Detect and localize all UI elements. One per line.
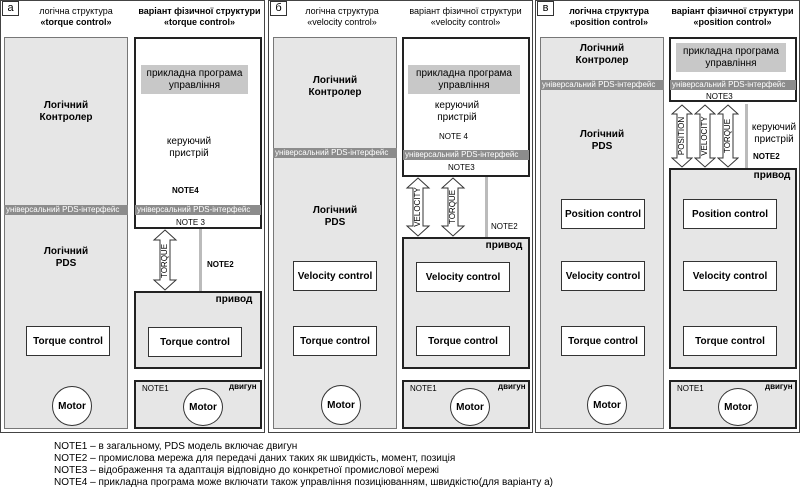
panel-c-logic-structure bbox=[540, 37, 664, 429]
panel-c-torque-arrow-label: TORQUE bbox=[723, 118, 732, 154]
panel-a-logic-structure bbox=[4, 37, 128, 429]
panel-c-logic-motor: Motor bbox=[587, 385, 627, 425]
panel-c-position-arrow bbox=[671, 104, 693, 168]
legend-note1: NOTE1 – в загальному, PDS модель включає… bbox=[54, 441, 298, 452]
panel-a-drive-label: привод bbox=[215, 294, 253, 305]
panel-b-note2: NOTE2 bbox=[491, 222, 518, 231]
panel-b-logic-structure bbox=[273, 37, 397, 429]
panel-c-note2-line bbox=[745, 104, 748, 168]
panel-a-logic-torque-control: Torque control bbox=[26, 326, 110, 356]
panel-b-phys-torque-control: Torque control bbox=[416, 326, 510, 356]
panel-c-drive-label: привод bbox=[753, 170, 791, 181]
panel-a-logic-motor: Motor bbox=[52, 386, 92, 426]
panel-b-logic-motor: Motor bbox=[321, 385, 361, 425]
panel-a-motor-box-label: двигун bbox=[229, 382, 257, 391]
panel-b-phys-motor: Motor bbox=[450, 388, 490, 426]
panel-c-note1: NOTE1 bbox=[677, 384, 704, 393]
panel-c-logic-velocity-control: Velocity control bbox=[561, 261, 645, 291]
panel-c-torque-arrow bbox=[717, 104, 739, 168]
panel-a-phys-motor: Motor bbox=[183, 388, 223, 426]
panel-c-right-header: варіант фізичної структури«position cont… bbox=[671, 6, 794, 27]
panel-c-logic-torque-control: Torque control bbox=[561, 326, 645, 356]
panel-c-note3: NOTE3 bbox=[706, 92, 733, 101]
panel-a-torque-arrow bbox=[152, 229, 178, 291]
panel-b-note2-line bbox=[485, 177, 488, 237]
panel-b-tag: б bbox=[270, 1, 287, 16]
panel-b-torque-arrow bbox=[440, 177, 466, 237]
panel-c-phys-motor: Motor bbox=[718, 388, 758, 426]
legend-note2: NOTE2 – промислова мережа для передачі д… bbox=[54, 453, 456, 464]
panel-b-physical-interface: універсальний PDS-інтерфейс bbox=[403, 150, 529, 160]
panel-c-motor-box-label: двигун bbox=[765, 382, 793, 391]
panel-a-note1: NOTE1 bbox=[142, 384, 169, 393]
panel-a-right-header: варіант фізичної структури«torque contro… bbox=[138, 6, 261, 27]
panel-a-phys-torque-control: Torque control bbox=[148, 327, 242, 357]
legend-note4: NOTE4 – прикладна програма може включати… bbox=[54, 477, 553, 488]
panel-b-motor-box-label: двигун bbox=[498, 382, 526, 391]
panel-a-note2: NOTE2 bbox=[207, 260, 234, 269]
panel-c-velocity-arrow-label: VELOCITY bbox=[700, 116, 709, 156]
panel-b-note1: NOTE1 bbox=[410, 384, 437, 393]
panel-b-right-header: варіант фізичної структури«velocity cont… bbox=[409, 6, 522, 27]
panel-c-phys-velocity-control: Velocity control bbox=[683, 261, 777, 291]
panel-b-velocity-arrow-label: VELOCITY bbox=[413, 187, 422, 227]
notes-legend: NOTE1 – в загальному, PDS модель включає… bbox=[54, 441, 754, 489]
panel-a-torque-arrow-label: TORQUE bbox=[160, 243, 169, 279]
panel-b-velocity-arrow bbox=[405, 177, 431, 237]
panel-b-note4: NOTE 4 bbox=[439, 132, 468, 141]
panel-a-physical-interface: універсальний PDS-інтерфейс bbox=[135, 205, 261, 215]
panel-a-note4: NOTE4 bbox=[172, 186, 199, 195]
panel-a-note2-line bbox=[199, 229, 202, 291]
panel-c-velocity-arrow bbox=[694, 104, 716, 168]
panel-b-logic-interface: універсальний PDS-інтерфейс bbox=[273, 148, 397, 158]
panel-c-physical-interface: універсальний PDS-інтерфейс bbox=[670, 80, 796, 90]
panel-b-left-header: логічна структура«velocity control» bbox=[305, 6, 379, 27]
panel-b-torque-arrow-label: TORQUE bbox=[448, 189, 457, 225]
panel-c-logic-interface: універсальний PDS-інтерфейс bbox=[540, 80, 664, 90]
panel-a-note3: NOTE 3 bbox=[176, 218, 205, 227]
panel-c-phys-position-control: Position control bbox=[683, 199, 777, 229]
panel-c-logic-position-control: Position control bbox=[561, 199, 645, 229]
legend-note3: NOTE3 – відображення та адаптація відпов… bbox=[54, 465, 439, 476]
panel-b-phys-velocity-control: Velocity control bbox=[416, 262, 510, 292]
panel-a-tag: а bbox=[2, 1, 19, 16]
panel-a-logic-interface: універсальний PDS-інтерфейс bbox=[4, 205, 128, 215]
panel-c-tag: в bbox=[537, 1, 554, 16]
panel-c-left-header: логічна структура«position control» bbox=[569, 6, 649, 27]
panel-b-logic-torque-control: Torque control bbox=[293, 326, 377, 356]
panel-c-position-arrow-label: POSITION bbox=[677, 116, 686, 156]
panel-b-logic-velocity-control: Velocity control bbox=[293, 261, 377, 291]
panel-a-left-header: логічна структура«torque control» bbox=[39, 6, 113, 27]
panel-b-note3: NOTE3 bbox=[448, 163, 475, 172]
panel-b-drive-label: привод bbox=[485, 240, 523, 251]
panel-c-note2: NOTE2 bbox=[753, 152, 780, 161]
panel-c-phys-torque-control: Torque control bbox=[683, 326, 777, 356]
